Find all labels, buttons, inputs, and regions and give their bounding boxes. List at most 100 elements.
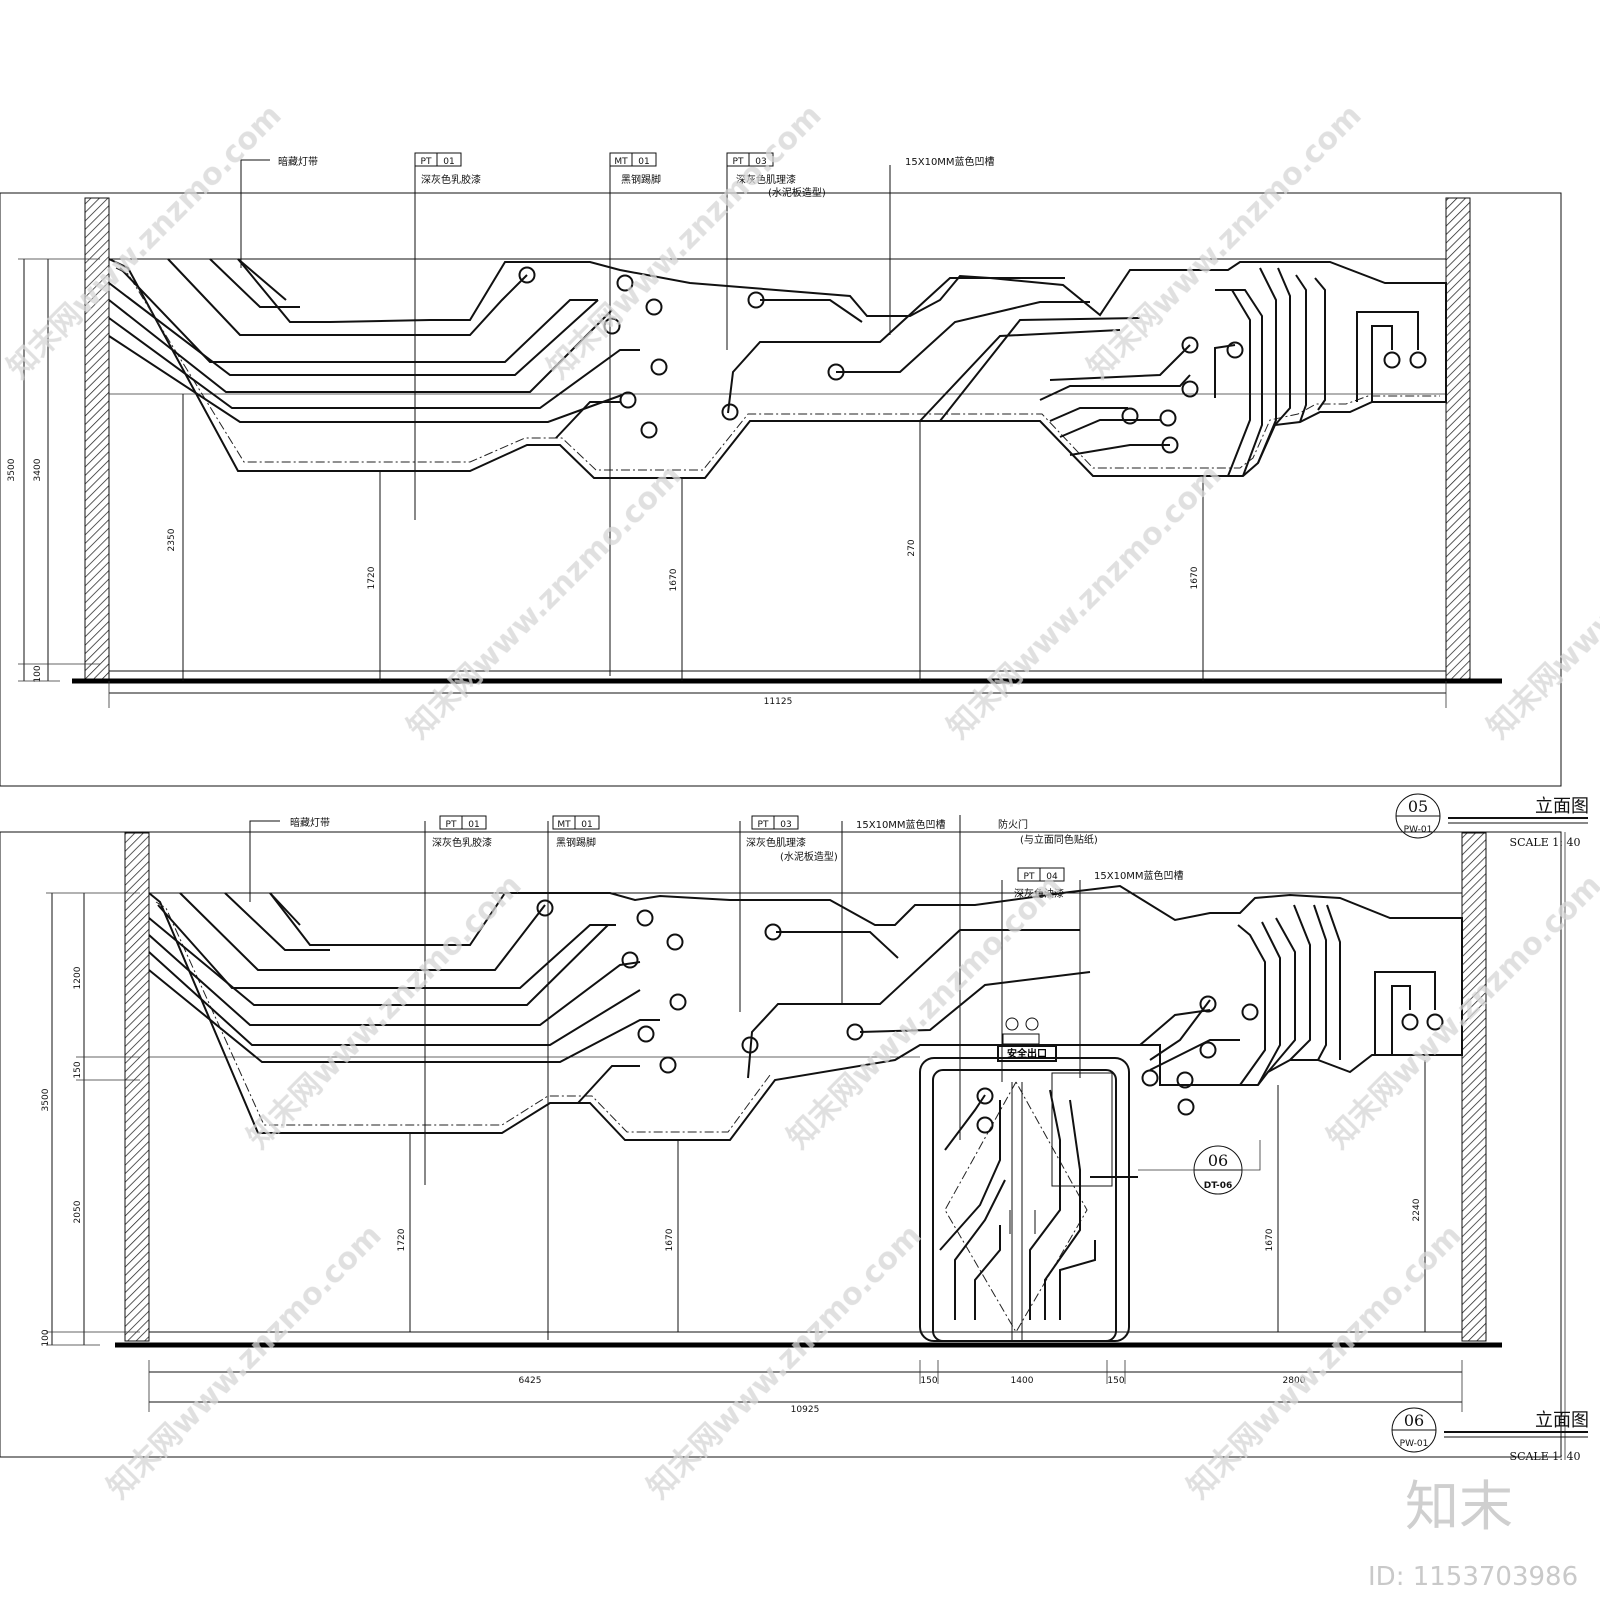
circuit-pads-05 [518, 266, 1427, 454]
tag-pt01-code-06: PT [446, 820, 457, 830]
tag-pt01-num: 01 [443, 157, 454, 167]
label-pt01-desc-06: 深灰色乳胶漆 [432, 836, 492, 849]
exit-sign-text: 安全出口 [1007, 1047, 1047, 1060]
dimension-texts-05: 3500 3400 2350 100 1720 1670 270 1670 11… [7, 458, 1200, 707]
title-sheet-06: PW-01 [1400, 1439, 1429, 1449]
dim-150-v: 150 [73, 1061, 83, 1078]
watermark-id: ID: 1153703986 [1368, 1562, 1578, 1592]
dim-270: 270 [907, 539, 917, 556]
label-pt04-desc: 深灰色油漆 [1014, 887, 1064, 900]
title-number-05: 05 [1408, 797, 1428, 816]
label-groove: 15X10MM蓝色凹槽 [905, 155, 995, 168]
tag-mt01-code-06: MT [557, 820, 571, 830]
right-wall-06 [1461, 832, 1487, 1342]
watermark-1: 知末网www.znzmo.com [1, 98, 289, 386]
label-texts-05: 暗藏灯带 PT 01 深灰色乳胶漆 MT 01 黑钢踢脚 PT 03 深灰色肌理… [278, 155, 995, 199]
elevation-06: 安全出口 06 DT-06 [0, 815, 1589, 1463]
dim-1400: 1400 [1011, 1376, 1034, 1386]
title-number-06: 06 [1404, 1411, 1424, 1430]
tag-pt03-num-06: 03 [780, 820, 791, 830]
left-wall-06 [124, 832, 150, 1342]
label-pt03-sub: (水泥板造型) [768, 186, 826, 199]
detail-sheet: DT-06 [1204, 1181, 1233, 1191]
watermark-8: 知末网www.znzmo.com [781, 868, 1069, 1156]
dim-3400: 3400 [33, 458, 43, 481]
tag-mt01-code: MT [614, 157, 628, 167]
title-scale-06: SCALE 1: 40 [1510, 1450, 1581, 1463]
tag-boxes-06 [439, 815, 1065, 882]
dim-1670-a-06: 1670 [665, 1228, 675, 1251]
dim-10925: 10925 [791, 1405, 820, 1415]
fire-door [919, 1057, 1138, 1342]
tag-mt01-num: 01 [638, 157, 649, 167]
circuit-panel-outline-06 [148, 884, 1463, 1141]
label-groove-06: 15X10MM蓝色凹槽 [856, 818, 946, 831]
dim-2800: 2800 [1283, 1376, 1306, 1386]
tag-pt04-num: 04 [1046, 872, 1058, 882]
dim-1720: 1720 [367, 566, 377, 589]
label-pt03-desc: 深灰色肌理漆 [736, 173, 796, 186]
circuit-pads-06 [536, 899, 1444, 1116]
watermark-4: 知末网www.znzmo.com [941, 458, 1229, 746]
watermark-9: 知末网www.znzmo.com [1321, 868, 1600, 1156]
exit-sign: 安全出口 [997, 1017, 1057, 1062]
tag-pt01-code: PT [421, 157, 432, 167]
dim-2350: 2350 [167, 528, 177, 551]
dim-2050: 2050 [73, 1200, 83, 1223]
dim-150-a: 150 [920, 1376, 937, 1386]
dim-150-b: 150 [1107, 1376, 1124, 1386]
label-mt01-desc: 黑钢踢脚 [621, 173, 661, 186]
dim-3500-06: 3500 [41, 1088, 51, 1111]
title-block-06: 06 PW-01 立面图 SCALE 1: 40 [1391, 1407, 1589, 1463]
watermark-6: 知末网www.znzmo.com [1481, 458, 1600, 746]
label-groove2-06: 15X10MM蓝色凹槽 [1094, 869, 1184, 882]
tag-pt01-num-06: 01 [468, 820, 479, 830]
elevation-05: 暗藏灯带 PT 01 深灰色乳胶漆 MT 01 黑钢踢脚 PT 03 深灰色肌理… [0, 152, 1589, 849]
watermark-logo: 知末 [1405, 1475, 1513, 1538]
dim-3500: 3500 [7, 458, 17, 481]
dim-100-06: 100 [41, 1329, 51, 1346]
watermark-12: 知末网www.znzmo.com [1181, 1218, 1469, 1506]
label-texts-06: 暗藏灯带 PT 01 深灰色乳胶漆 MT 01 黑钢踢脚 PT 03 深灰色肌理… [290, 816, 1184, 900]
frame-06 [0, 831, 1562, 1458]
dim-2240: 2240 [1412, 1198, 1422, 1221]
tag-pt03-num: 03 [755, 157, 766, 167]
label-hidden-light: 暗藏灯带 [278, 155, 318, 168]
watermark-11: 知末网www.znzmo.com [641, 1218, 929, 1506]
dimensions-05 [18, 258, 1447, 708]
dim-100: 100 [33, 665, 43, 682]
leaders-05 [240, 159, 891, 676]
dim-1200: 1200 [73, 966, 83, 989]
title-block-05: 05 PW-01 立面图 SCALE 1: 40 [1395, 793, 1589, 849]
title-name-06: 立面图 [1535, 1410, 1589, 1431]
title-scale-05: SCALE 1: 40 [1510, 836, 1581, 849]
label-hidden-light-06: 暗藏灯带 [290, 816, 330, 829]
title-name-05: 立面图 [1535, 796, 1589, 817]
leaders-06 [249, 815, 1081, 1340]
tag-pt04-code: PT [1024, 872, 1035, 882]
label-mt01-desc-06: 黑钢踢脚 [556, 836, 596, 849]
tag-pt03-code-06: PT [758, 820, 769, 830]
title-sheet-05: PW-01 [1404, 825, 1433, 835]
dim-1670-b: 1670 [1190, 566, 1200, 589]
dim-1670-b-06: 1670 [1265, 1228, 1275, 1251]
tag-mt01-num-06: 01 [581, 820, 592, 830]
dim-11125: 11125 [764, 697, 793, 707]
right-wall-05 [1445, 197, 1471, 681]
detail-callout-06: 06 DT-06 [1138, 1140, 1261, 1195]
label-pt03-desc-06: 深灰色肌理漆 [746, 836, 806, 849]
detail-number: 06 [1208, 1151, 1228, 1170]
label-pt03-sub-06: (水泥板造型) [780, 850, 838, 863]
label-fire-door-sub: (与立面同色贴纸) [1020, 833, 1098, 846]
circuit-traces-05 [108, 258, 1419, 477]
watermarks: 知末网www.znzmo.com 知末网www.znzmo.com 知末网www… [1, 98, 1600, 1506]
dim-6425: 6425 [519, 1376, 542, 1386]
dimension-texts-06: 3500 1200 150 2050 100 1720 1670 1670 22… [41, 966, 1422, 1415]
dim-1670-a: 1670 [669, 568, 679, 591]
circuit-panel-outline-05 [108, 258, 1447, 479]
circuit-traces-06 [148, 892, 1436, 1104]
tag-pt03-code: PT [733, 157, 744, 167]
label-fire-door: 防火门 [998, 818, 1028, 831]
frame-05 [0, 192, 1562, 787]
